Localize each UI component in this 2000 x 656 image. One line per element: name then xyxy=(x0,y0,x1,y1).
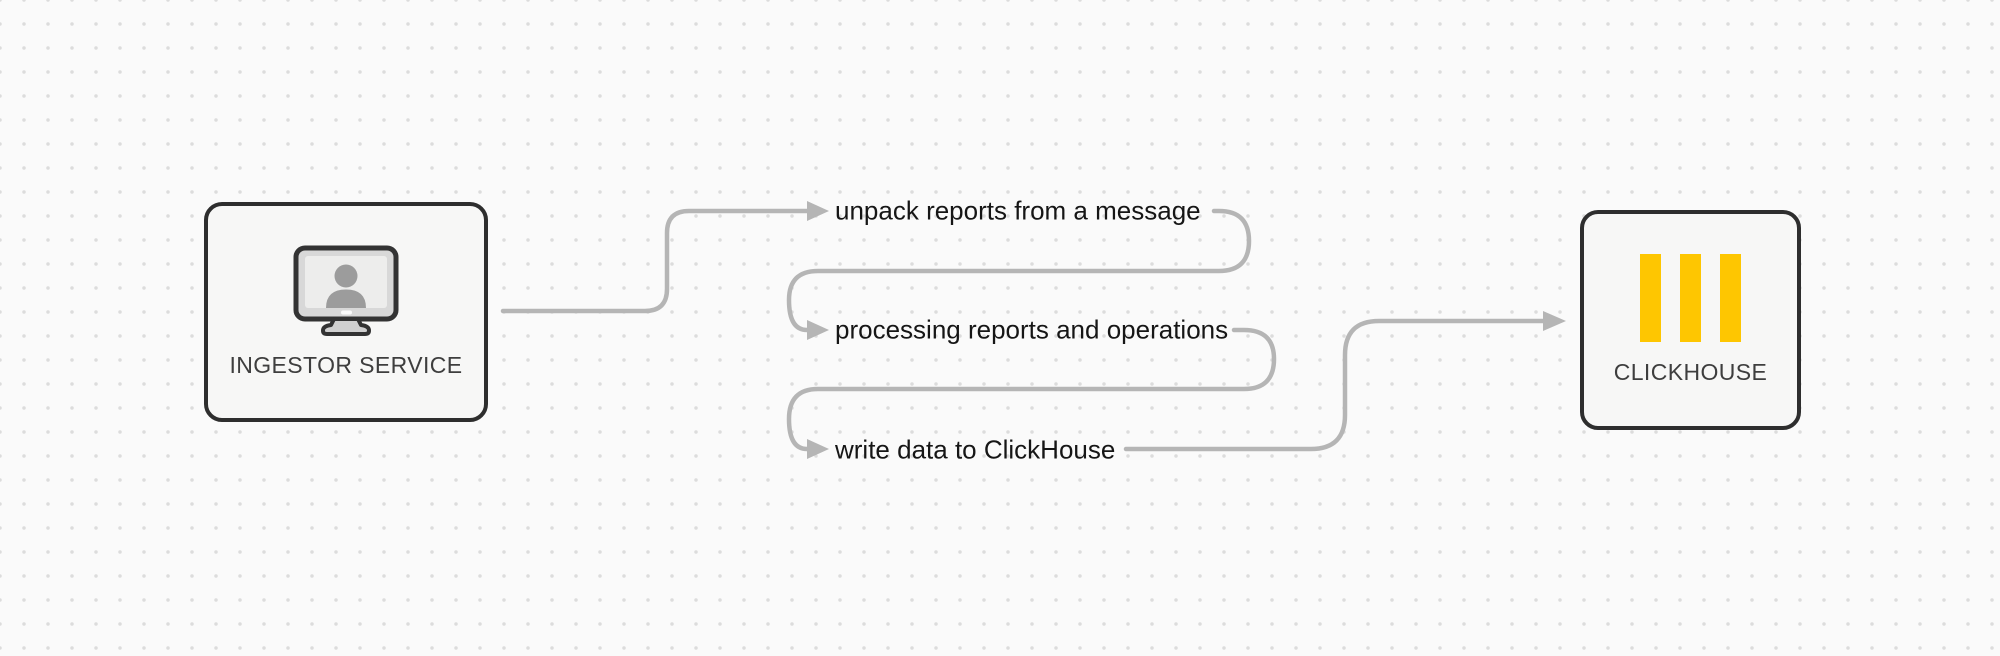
clickhouse-bar xyxy=(1720,254,1741,342)
arrow-right-icon xyxy=(807,320,829,340)
step-label-write-data: write data to ClickHouse xyxy=(835,434,1116,465)
arrow-right-icon xyxy=(807,201,829,221)
step-label-unpack-reports: unpack reports from a message xyxy=(835,195,1201,226)
ingestor-service-label: INGESTOR SERVICE xyxy=(229,352,463,378)
clickhouse-label: CLICKHOUSE xyxy=(1613,359,1768,385)
connector-step2-to-step3 xyxy=(786,327,1277,452)
ingestor-service-node: INGESTOR SERVICE xyxy=(204,202,488,422)
clickhouse-bar xyxy=(1680,254,1701,342)
connector-ingestor-to-step1 xyxy=(500,208,810,314)
step-label-processing-reports: processing reports and operations xyxy=(835,314,1229,345)
clickhouse-bars-logo xyxy=(1640,254,1741,342)
connector-step1-to-step2 xyxy=(786,208,1252,333)
clickhouse-node: CLICKHOUSE xyxy=(1580,210,1801,430)
clickhouse-bar xyxy=(1640,254,1661,342)
arrow-right-icon xyxy=(1543,311,1566,331)
arrow-right-icon xyxy=(807,439,829,459)
monitor-user-icon xyxy=(293,245,399,336)
connector-step3-to-clickhouse xyxy=(1123,318,1546,452)
